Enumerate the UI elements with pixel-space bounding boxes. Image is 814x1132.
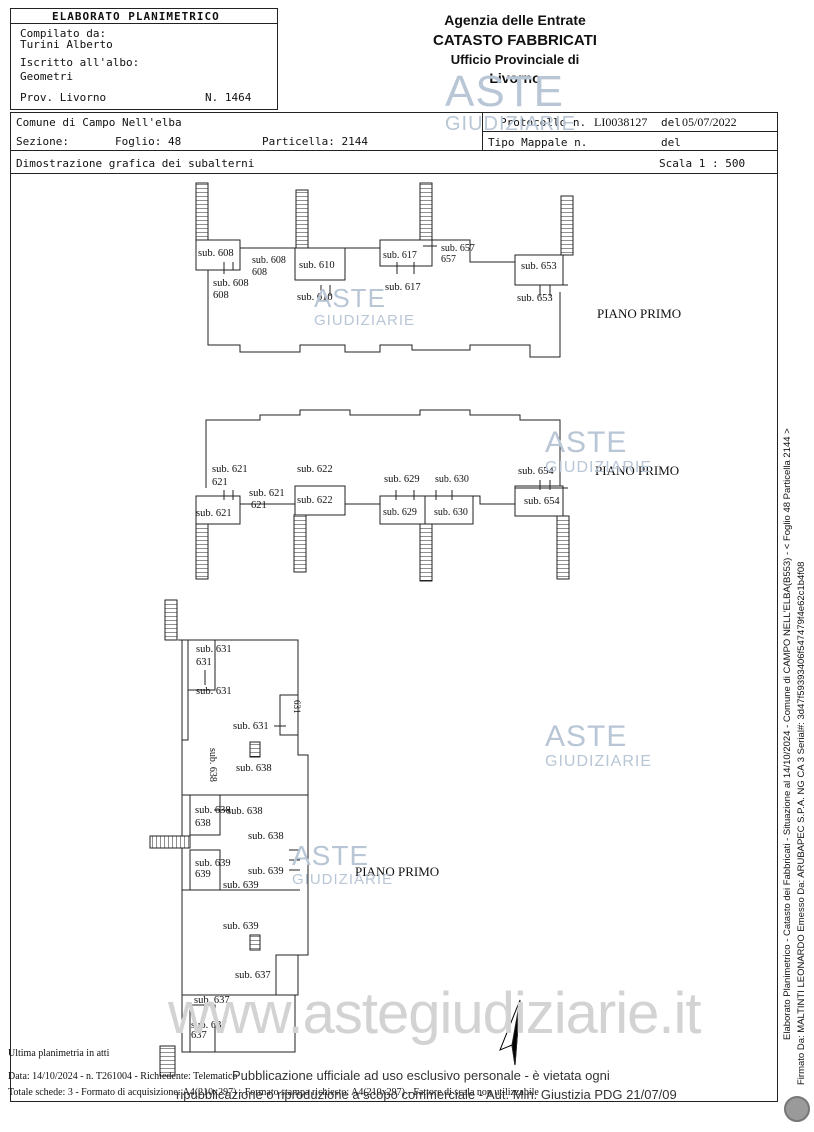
floor-label-2: PIANO PRIMO xyxy=(595,463,679,478)
agency-name: Agenzia delle Entrate xyxy=(444,12,586,28)
compiled-label: Compilato da: xyxy=(20,27,107,40)
label-sub-638-c: sub. 638 xyxy=(195,805,231,816)
label-sub-621-b: sub. 621 xyxy=(249,488,285,499)
sezione: Sezione: xyxy=(16,135,69,148)
compiled-name: Turini Alberto xyxy=(20,38,113,51)
registered-label: Iscritto all'albo: xyxy=(20,56,140,69)
dimostrazione: Dimostrazione grafica dei subalterni xyxy=(16,157,255,170)
label-sub-639-b: sub. 639 xyxy=(248,866,284,877)
seal-icon xyxy=(784,1096,810,1122)
label-sub-621-c: sub. 621 xyxy=(196,508,232,519)
label-sub-638-b: sub. 638 xyxy=(227,806,263,817)
label-sub-638-vertical: sub. 638 xyxy=(207,748,218,782)
protocollo-del: del xyxy=(661,116,681,129)
label-sub-631-c: sub. 631 xyxy=(233,721,269,732)
publication-notice-2: ripubblicazione o riproduzione a scopo c… xyxy=(176,1087,677,1102)
province: Prov. Livorno xyxy=(20,91,107,104)
label-sub-608-a: sub. 608 xyxy=(198,248,234,259)
footer-totals: Totale schede: 3 - Formato di acquisizio… xyxy=(8,1087,539,1098)
label-657-num: 657 xyxy=(441,254,456,265)
doc-title: ELABORATO PLANIMETRICO xyxy=(52,10,220,23)
tipo-mappale: Tipo Mappale n. xyxy=(488,136,588,149)
label-sub-630-a: sub. 630 xyxy=(435,474,469,485)
last-plan-note: Ultima planimetria in atti xyxy=(8,1048,110,1059)
label-sub-631-a: sub. 631 xyxy=(196,644,232,655)
foglio: Foglio: 48 xyxy=(115,135,182,148)
protocollo-date: 05/07/2022 xyxy=(682,115,737,129)
label-sub-610-b: sub. 610 xyxy=(297,292,333,303)
label-sub-637-c: sub. 637 xyxy=(191,1020,227,1031)
label-sub-657: sub. 657 xyxy=(441,243,475,254)
compiler-box xyxy=(10,8,278,110)
label-sub-638-d: sub. 638 xyxy=(248,831,284,842)
label-631-vertical: 631 xyxy=(292,700,302,714)
label-sub-622-b: sub. 622 xyxy=(297,495,333,506)
label-621-num-b: 621 xyxy=(251,500,267,511)
watermark-url: www.astegiudiziarie.it xyxy=(168,981,701,1046)
label-631-num: 631 xyxy=(196,657,212,668)
label-sub-638-a: sub. 638 xyxy=(236,763,272,774)
label-sub-639-a: sub. 639 xyxy=(195,858,231,869)
side-situation: Elaborato Planimetrico - Catasto dei Fab… xyxy=(782,428,793,1040)
label-sub-621-a: sub. 621 xyxy=(212,464,248,475)
label-sub-629-b: sub. 629 xyxy=(383,507,417,518)
label-sub-639-d: sub. 639 xyxy=(223,921,259,932)
label-sub-608-b: sub. 608 xyxy=(252,255,286,266)
drawing-frame xyxy=(10,174,778,1102)
label-sub-653-a: sub. 653 xyxy=(521,261,557,272)
registered-value: Geometri xyxy=(20,70,73,83)
label-608-num-b: 608 xyxy=(252,267,267,278)
publication-notice-1: Pubblicazione ufficiale ad uso esclusivo… xyxy=(232,1068,610,1083)
label-sub-629-a: sub. 629 xyxy=(384,474,420,485)
info-box xyxy=(10,112,778,174)
label-sub-617-a: sub. 617 xyxy=(383,250,417,261)
protocollo-value: LI0038127 xyxy=(594,115,648,129)
floor-label-1: PIANO PRIMO xyxy=(597,306,681,321)
catasto-title: CATASTO FABBRICATI xyxy=(433,32,597,49)
register-number: N. 1464 xyxy=(205,91,252,104)
label-sub-653-b: sub. 653 xyxy=(517,293,553,304)
side-signature: Firmato Da: MALTINTI LEONARDO Emesso Da:… xyxy=(796,561,807,1085)
label-639-num: 639 xyxy=(195,869,211,880)
floor-label-3: PIANO PRIMO xyxy=(355,864,439,879)
label-sub-637-a: sub. 637 xyxy=(235,970,271,981)
label-sub-631-b: sub. 631 xyxy=(196,686,232,697)
label-sub-617-b: sub. 617 xyxy=(385,282,421,293)
label-621-num: 621 xyxy=(212,477,228,488)
label-sub-608-c: sub. 608 xyxy=(213,278,249,289)
tipo-mappale-del: del xyxy=(661,136,681,149)
comune: Comune di Campo Nell'elba xyxy=(16,116,182,129)
label-sub-654-b: sub. 654 xyxy=(524,496,560,507)
label-sub-654-a: sub. 654 xyxy=(518,466,554,477)
label-sub-637-b: sub. 637 xyxy=(194,995,230,1006)
label-sub-622-a: sub. 622 xyxy=(297,464,333,475)
office-city: Livorno xyxy=(489,70,541,86)
label-sub-630-b: sub. 630 xyxy=(434,507,468,518)
label-637-num: 637 xyxy=(191,1030,207,1041)
particella: Particella: 2144 xyxy=(262,135,368,148)
office-name: Ufficio Provinciale di xyxy=(450,52,580,67)
label-608-num: 608 xyxy=(213,290,229,301)
footer-data: Data: 14/10/2024 - n. T261004 - Richiede… xyxy=(8,1071,238,1082)
scale: Scala 1 : 500 xyxy=(659,157,746,170)
label-sub-610-a: sub. 610 xyxy=(299,260,335,271)
label-sub-639-c: sub. 639 xyxy=(223,880,259,891)
label-638-num: 638 xyxy=(195,818,211,829)
protocollo-label: Protocollo n. xyxy=(500,116,587,129)
